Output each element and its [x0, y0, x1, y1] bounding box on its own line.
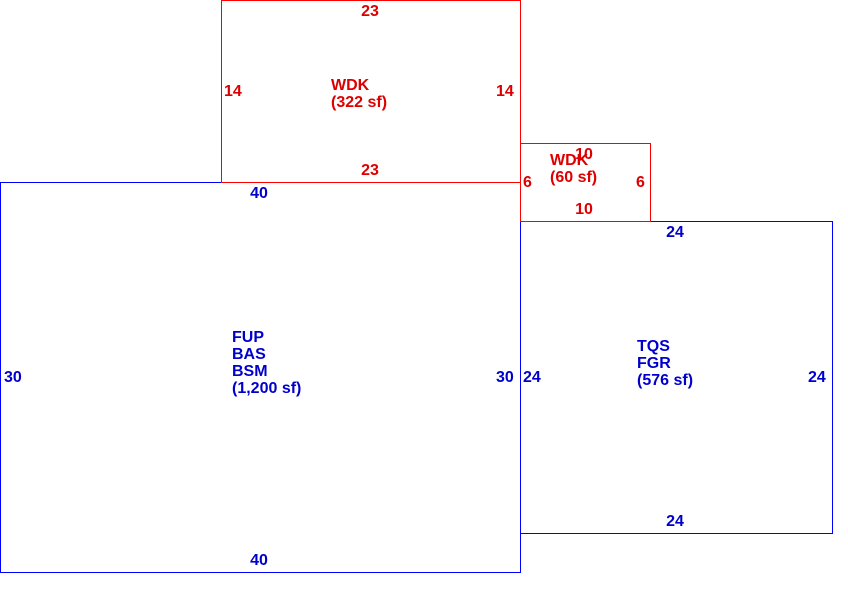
main-area: (1,200 sf)	[232, 380, 302, 397]
main-dim-top: 40	[250, 185, 268, 202]
deck-large-code: WDK	[331, 77, 370, 94]
deck-small-dim-bottom: 10	[575, 201, 593, 218]
deck-small-dim-top: 10	[575, 146, 593, 163]
deck-small-area-label: WDK (60 sf)	[550, 152, 597, 186]
garage-area: (576 sf)	[637, 372, 694, 389]
garage-outline	[520, 221, 833, 534]
main-code-2: BAS	[232, 346, 266, 363]
main-code-3: BSM	[232, 363, 268, 380]
deck-large-dim-top: 23	[361, 3, 379, 20]
main-code-1: FUP	[232, 329, 264, 346]
main-dim-bottom: 40	[250, 552, 268, 569]
garage-dim-right: 24	[808, 369, 826, 386]
deck-small-outline	[520, 143, 651, 222]
deck-small-dim-left: 6	[523, 174, 532, 191]
main-area-label: FUP BAS BSM (1,200 sf)	[232, 329, 301, 397]
garage-dim-bottom: 24	[666, 513, 684, 530]
deck-large-dim-bottom: 23	[361, 162, 379, 179]
garage-dim-top: 24	[666, 224, 684, 241]
garage-dim-left: 24	[523, 369, 541, 386]
deck-large-dim-right: 14	[496, 83, 514, 100]
garage-area-label: TQS FGR (576 sf)	[637, 338, 693, 389]
deck-large-area-label: WDK (322 sf)	[331, 77, 387, 111]
main-dim-left: 30	[4, 369, 22, 386]
deck-large-outline	[221, 0, 521, 183]
deck-large-area: (322 sf)	[331, 94, 388, 111]
deck-small-code: WDK	[550, 152, 589, 169]
garage-code-2: FGR	[637, 355, 671, 372]
deck-large-dim-left: 14	[224, 83, 242, 100]
main-dim-right: 30	[496, 369, 514, 386]
deck-small-area: (60 sf)	[550, 169, 598, 186]
garage-code-1: TQS	[637, 338, 670, 355]
deck-small-dim-right: 6	[636, 174, 645, 191]
